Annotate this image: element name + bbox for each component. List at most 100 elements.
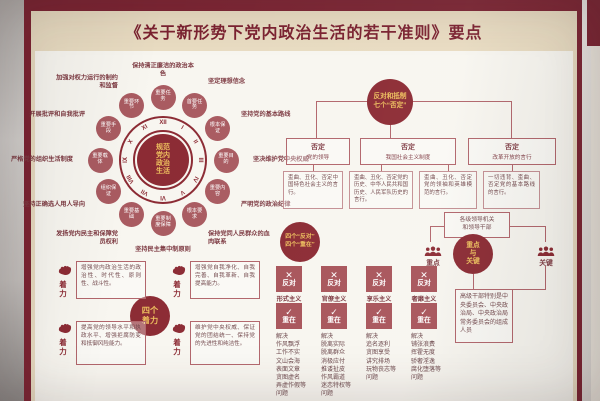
ring-item-tag: 重要基础 [123, 207, 140, 220]
negations-header-circle: 反对和抵制 七个“否定” [367, 79, 413, 125]
effort-label-vertical: 着力 [59, 338, 67, 356]
wall-pillar [591, 46, 600, 401]
effort-text-box: 增强党内政治生活的政治性、时代性、原则性、战斗性。 [76, 261, 146, 299]
ring-item-circle: 首要任务 [182, 92, 207, 118]
ring-item-tag: 重要任务 [155, 90, 171, 102]
connector-line [390, 124, 391, 138]
ring-item-circle: 重要环节 [119, 92, 144, 118]
negation-box: 否定我国社会主义制度 [360, 138, 456, 165]
key-text-box: 高级干部特别是中央委员会、中央政治局、中央政治局常务委员会的组成人员 [455, 289, 513, 343]
negation-detail-box: 歪曲、丑化、否定中国特色社会主义的言行。 [283, 171, 343, 209]
ring-item-label: 开展批评和自我批评 [29, 111, 86, 119]
ring-item-label: 严格党的组织生活制度 [11, 156, 73, 164]
adjacent-frame [587, 0, 600, 46]
connector-line [313, 165, 314, 171]
ring-item-label: 坚持民主集中制原则 [135, 246, 191, 254]
ring-item-label: 保持清正廉洁的政治本色 [132, 62, 194, 77]
effort-label-vertical: 着力 [59, 280, 67, 298]
solve-list: 解决 铺张浪费 挥霍无度 骄奢淫逸 腐化堕落等 问题 [411, 334, 442, 382]
people-icon [537, 244, 555, 256]
key-label: 关键 [539, 260, 553, 267]
fist-icon [57, 321, 72, 336]
connector-line [316, 101, 368, 102]
focus-box-label: 重在 [372, 316, 386, 324]
effort-text-box: 维护党中央权威、保证党的团结统一、保持党的先进性和纯洁性。 [190, 321, 260, 365]
fist-icon [171, 321, 186, 336]
connector-line [412, 101, 512, 102]
ring-item-tag: 重要载体 [92, 153, 108, 165]
ring-item-tag: 重要内容 [209, 184, 226, 197]
connector-line [511, 165, 513, 171]
point-label: 重点 [426, 260, 440, 267]
check-icon: ✓ [285, 306, 293, 317]
oppose-header-circle: 四个“反对” 四个“重在” [280, 222, 320, 262]
negation-box-title: 否定 [311, 144, 325, 151]
ring-item-circle: 重要任务 [150, 84, 176, 110]
focus-box-label: 重在 [417, 316, 431, 324]
connector-line [511, 101, 512, 138]
solve-list: 解决 脱离实际 脱离群众 消极应付 推诿扯皮 作风霸道 迷恋特权等 问题 [321, 334, 352, 398]
connector-line [513, 289, 545, 290]
ism-label: 形式主义 [276, 296, 302, 303]
negation-box-title: 否定 [505, 144, 519, 151]
ring-item-label: 保持党同人民群众的血肉联系 [208, 230, 270, 245]
ring-item-label: 严明党的政治纪律 [240, 201, 291, 209]
ring-item-circle: 重要目的 [213, 147, 239, 173]
focus-box-label: 重在 [327, 316, 341, 324]
connector-line [510, 226, 545, 227]
connector-line [430, 226, 431, 242]
ring-item-label: 坚决维护党中央权威 [253, 156, 309, 164]
negation-detail-box: 歪曲、丑化、否定党的领袖和英雄模范的言行。 [419, 171, 477, 209]
connector-line [545, 226, 546, 242]
oppose-box-label: 反对 [327, 279, 341, 287]
cross-icon: ✕ [375, 269, 383, 280]
focus-box: ✓重在 [321, 303, 347, 329]
focus-box: ✓重在 [366, 303, 392, 329]
fist-icon [171, 263, 186, 278]
negation-box-subtitle: 我国社会主义制度 [385, 155, 431, 161]
point-text-box: 各级领导机关 和领导干部 [444, 212, 510, 238]
effort-label-vertical: 着力 [173, 338, 181, 356]
efforts-header-circle: 四个 着力 [130, 296, 170, 336]
ring-item-circle: 根本要求 [182, 202, 207, 228]
solve-list: 解决 作风飘浮 工作不实 文山会海 表面文章 贪图虚名 弄虚作假等 问题 [276, 334, 307, 398]
poster-title: 《关于新形势下党内政治生活的若干准则》要点 [125, 25, 483, 42]
check-icon: ✓ [420, 306, 428, 317]
focus-header-circle: 重点 与 关键 [453, 234, 493, 274]
ring-item-tag: 重要手段 [100, 121, 117, 134]
cross-icon: ✕ [285, 269, 293, 280]
ring-item-tag: 根本保证 [209, 121, 226, 134]
ism-label: 奢靡主义 [411, 296, 437, 303]
ism-label: 官僚主义 [321, 296, 347, 303]
ring-inner-circle [133, 130, 193, 190]
effort-text-box: 增强党自我净化、自我完善、自我革新、自我提高能力。 [190, 261, 260, 299]
wall-left [0, 0, 26, 401]
ring-item-label: 坚定理想信念 [208, 78, 246, 86]
negation-detail-box: 歪曲、丑化、否定党的历史、中华人民共和国历史、人民军队历史的言行。 [349, 171, 413, 209]
ring-item-tag: 首要任务 [186, 98, 203, 111]
ring-outer-circle [119, 116, 207, 204]
oppose-box-label: 反对 [417, 279, 431, 287]
title-band: 《关于新形势下党内政治生活的若干准则》要点 [31, 11, 577, 51]
connector-line [381, 165, 382, 171]
solve-list: 解决 追名逐利 贪图享受 讲究排场 玩物丧志等 问题 [366, 334, 397, 382]
oppose-box-label: 反对 [282, 279, 296, 287]
ring-item-label: 坚持党的基本路线 [240, 111, 291, 119]
ring-item-circle: 重要内容 [205, 179, 231, 204]
oppose-box: ✕反对 [366, 266, 392, 292]
check-icon: ✓ [375, 306, 383, 317]
connector-line [316, 101, 317, 138]
ism-label: 享乐主义 [366, 296, 392, 303]
negation-box: 否定改革开放的言行 [468, 138, 556, 165]
effort-label-vertical: 着力 [173, 280, 181, 298]
ring-item-tag: 组织保证 [100, 184, 117, 197]
ring-item-tag: 重要目的 [218, 153, 234, 165]
cross-icon: ✕ [420, 269, 428, 280]
ring-item-circle: 重要基础 [119, 202, 144, 228]
check-icon: ✓ [330, 306, 338, 317]
